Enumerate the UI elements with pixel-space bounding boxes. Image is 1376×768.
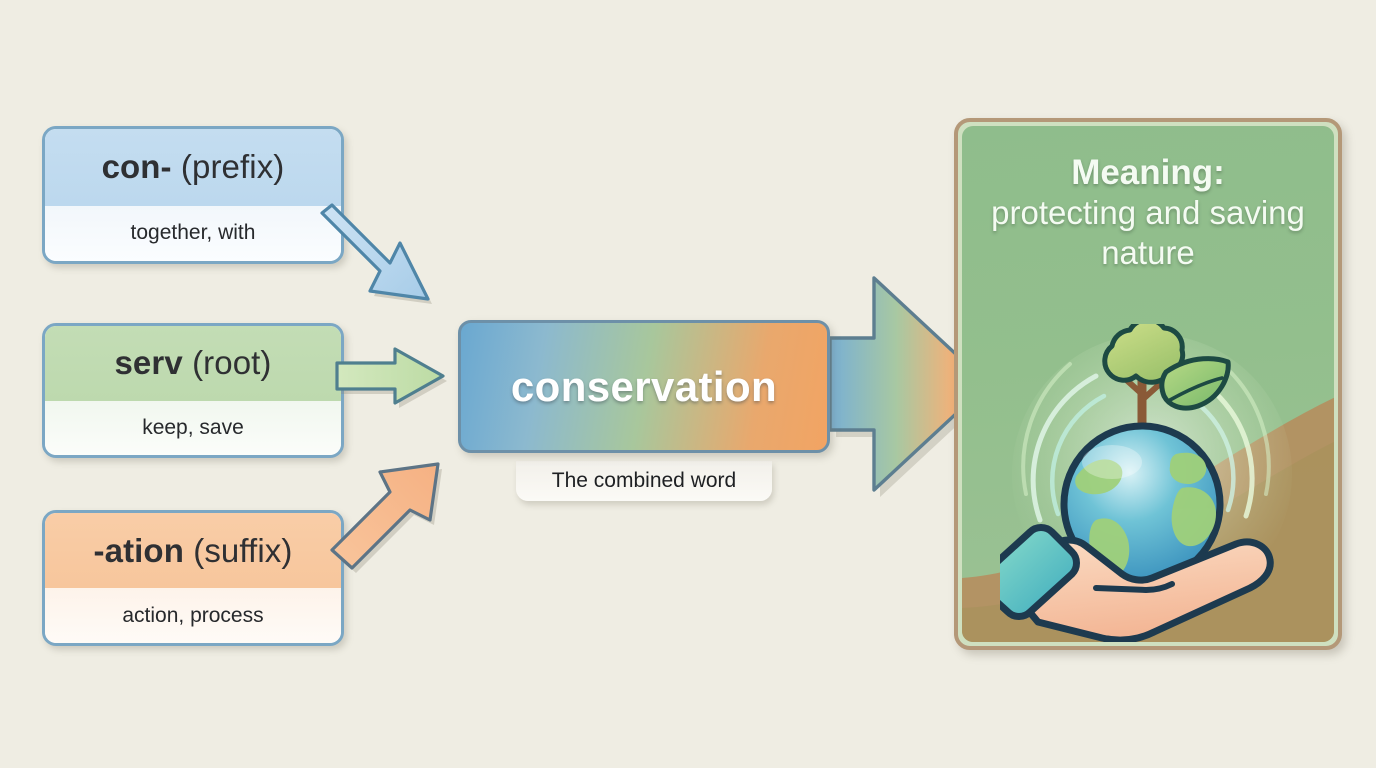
hand-holding-globe-with-tree-illustration xyxy=(1000,324,1292,642)
suffix-type-label: (suffix) xyxy=(193,531,293,569)
meaning-value: protecting and saving nature xyxy=(991,194,1305,271)
word-to-meaning-arrow xyxy=(828,276,994,497)
combined-word-text: conservation xyxy=(510,362,778,410)
meaning-panel[interactable]: Meaning: protecting and saving nature xyxy=(954,118,1342,650)
prefix-to-word-arrow xyxy=(320,203,432,304)
root-to-word-arrow xyxy=(335,347,447,408)
suffix-card-title: -ation (suffix) xyxy=(94,532,293,570)
meaning-text-block: Meaning: protecting and saving nature xyxy=(962,152,1334,272)
root-card-body: keep, save xyxy=(45,400,341,455)
suffix-card-body: action, process xyxy=(45,588,341,643)
root-type-label: (root) xyxy=(192,344,272,382)
meaning-label: Meaning: xyxy=(1071,153,1225,192)
prefix-card[interactable]: con- (prefix) together, with xyxy=(42,126,344,264)
prefix-card-header: con- (prefix) xyxy=(45,129,341,206)
root-card[interactable]: serv (root) keep, save xyxy=(42,323,344,458)
suffix-to-word-arrow xyxy=(330,462,442,573)
suffix-card[interactable]: -ation (suffix) action, process xyxy=(42,510,344,646)
glow-arcs xyxy=(1021,362,1271,523)
root-definition: keep, save xyxy=(142,415,244,439)
root-card-header: serv (root) xyxy=(45,326,341,401)
meaning-panel-inner: Meaning: protecting and saving nature xyxy=(962,126,1334,642)
suffix-definition: action, process xyxy=(122,603,264,627)
prefix-card-body: together, with xyxy=(45,205,341,261)
combined-word-box[interactable]: conservation xyxy=(458,320,830,453)
prefix-definition: together, with xyxy=(130,221,256,245)
prefix-type-label: (prefix) xyxy=(180,148,285,186)
root-card-title: serv (root) xyxy=(114,344,271,382)
hand-icon xyxy=(1000,524,1274,642)
combined-word-caption: The combined word xyxy=(516,461,772,501)
tree-icon xyxy=(1102,324,1231,435)
root-morpheme: serv xyxy=(114,344,183,382)
prefix-morpheme: con- xyxy=(101,148,172,186)
suffix-morpheme: -ation xyxy=(93,531,184,569)
suffix-card-header: -ation (suffix) xyxy=(45,513,341,589)
combined-caption-text: The combined word xyxy=(551,469,737,492)
prefix-card-title: con- (prefix) xyxy=(102,148,285,186)
